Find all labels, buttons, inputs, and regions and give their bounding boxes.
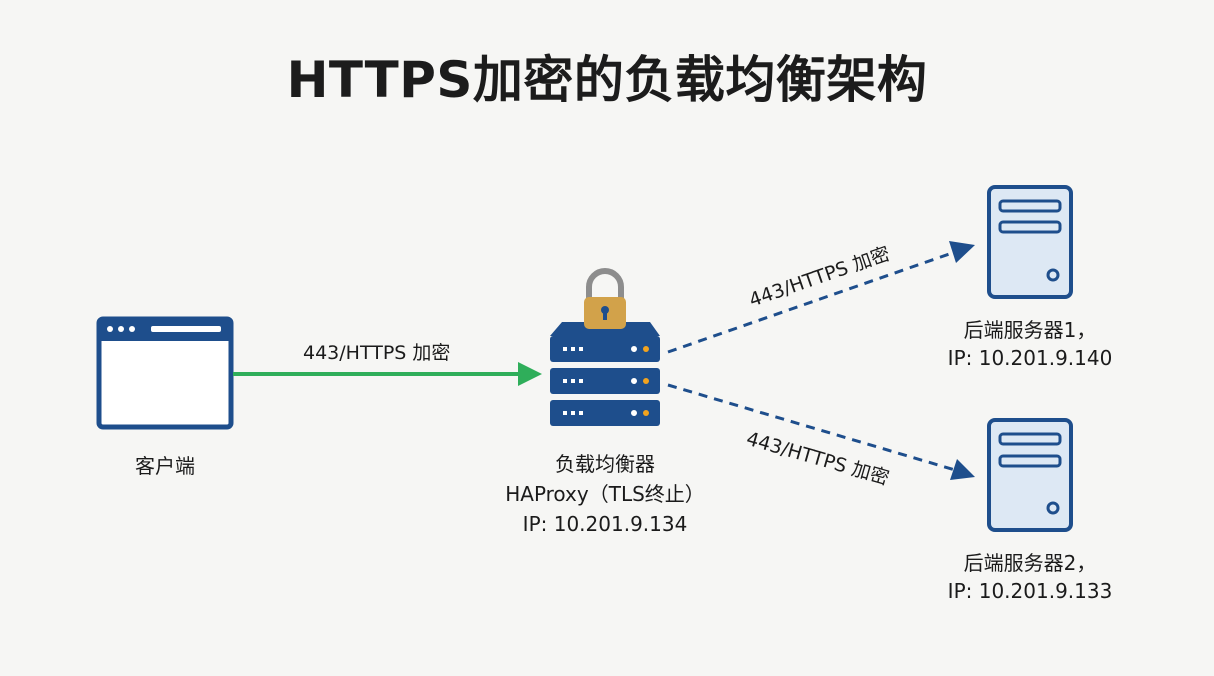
lb-label-software: HAProxy（TLS终止） xyxy=(505,482,705,506)
server-tower-icon xyxy=(987,185,1073,299)
server-rack-icon xyxy=(550,322,660,426)
client-label: 客户端 xyxy=(135,454,195,478)
backend2-label-name: 后端服务器2， xyxy=(963,551,1097,575)
diagram-title: HTTPS加密的负载均衡架构 xyxy=(286,51,928,109)
edge-lb-to-backend1 xyxy=(667,241,975,354)
padlock-icon xyxy=(584,268,626,329)
arrowhead-icon xyxy=(949,241,975,263)
server-tower-icon xyxy=(987,418,1073,532)
lb-label-ip: IP: 10.201.9.134 xyxy=(522,512,688,536)
lb-label-name: 负载均衡器 xyxy=(555,452,655,476)
arrowhead-icon xyxy=(950,459,975,480)
edge-client-to-lb xyxy=(233,362,542,386)
browser-window-icon xyxy=(96,316,234,430)
edge-lb-to-backend2 xyxy=(667,383,975,480)
arrowhead-icon xyxy=(518,362,542,386)
edge-label-client-lb: 443/HTTPS 加密 xyxy=(303,342,451,364)
backend1-label-ip: IP: 10.201.9.140 xyxy=(947,346,1113,370)
backend2-label-ip: IP: 10.201.9.133 xyxy=(947,579,1113,603)
backend1-label-name: 后端服务器1， xyxy=(963,318,1097,342)
